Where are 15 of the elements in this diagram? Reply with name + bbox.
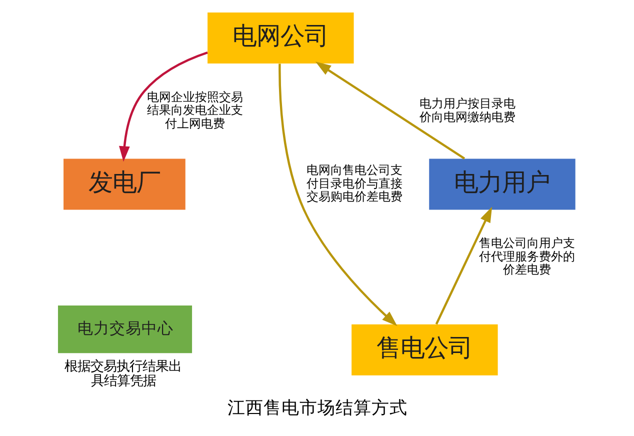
caption: 江西售电市场结算方式 bbox=[227, 398, 407, 418]
edge-label: 售电公司向用户支付代理服务费外的价差电费 bbox=[478, 236, 575, 277]
node-label: 根据交易执行结果出具结算凭据 bbox=[64, 359, 182, 389]
edge-label: 电力用户按目录电价向电网缴纳电费 bbox=[418, 96, 515, 124]
node-box: 发电厂 bbox=[63, 158, 185, 210]
node-box: 售电公司 bbox=[351, 324, 498, 376]
arrow bbox=[278, 64, 397, 326]
arrow bbox=[118, 52, 208, 162]
node-box: 电力交易中心 bbox=[57, 306, 192, 354]
node-box: 电网公司 bbox=[207, 12, 354, 64]
edge-label: 电网企业按照交易结果向发电企业支付上网电费 bbox=[146, 90, 242, 130]
arrow bbox=[314, 62, 465, 160]
arrow bbox=[434, 206, 492, 325]
node-box: 电力用户 bbox=[428, 158, 575, 210]
edge-label: 电网向售电公司支付目录电价与直接交易购电价差电费 bbox=[306, 163, 402, 204]
